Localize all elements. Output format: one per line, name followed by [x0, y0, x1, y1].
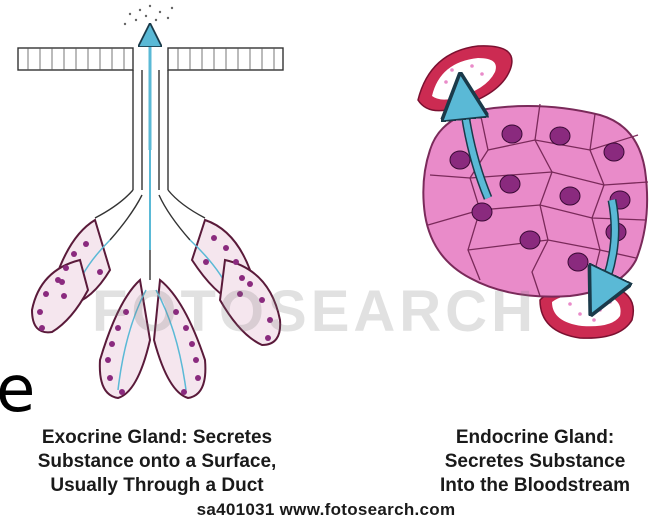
endocrine-caption-line3: Into the Bloodstream	[420, 474, 650, 498]
exocrine-caption: Exocrine Gland: Secretes Substance onto …	[22, 426, 292, 498]
watermark: FOTOSEARCH	[92, 278, 537, 345]
exocrine-caption-line1: Exocrine Gland: Secretes	[22, 426, 292, 450]
secretion-droplets	[124, 5, 173, 25]
exocrine-caption-line2: Substance onto a Surface,	[22, 450, 292, 474]
endocrine-caption-line1: Endocrine Gland:	[420, 426, 650, 450]
exocrine-caption-line3: Usually Through a Duct	[22, 474, 292, 498]
edge-letter: e	[0, 358, 35, 422]
endocrine-caption-line2: Secretes Substance	[420, 450, 650, 474]
endocrine-caption: Endocrine Gland: Secretes Substance Into…	[420, 426, 650, 498]
image-credit: sa401031 www.fotosearch.com	[0, 500, 652, 520]
